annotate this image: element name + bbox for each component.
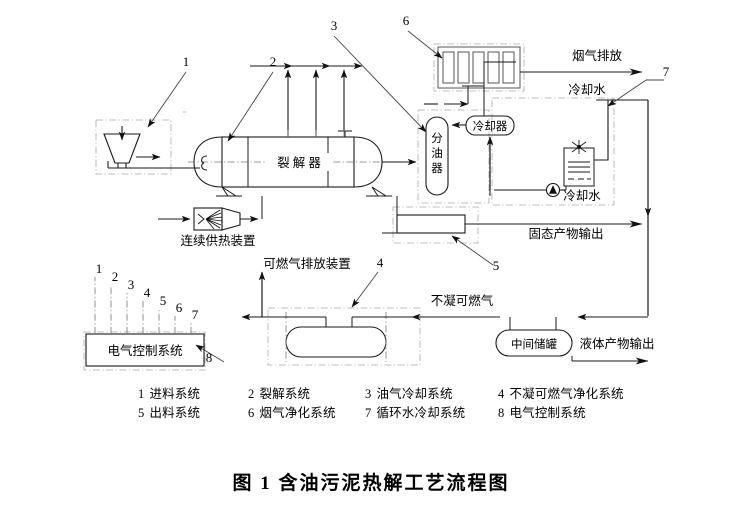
legend-item-6: 6 烟气净化系统 bbox=[248, 404, 365, 423]
legend-item-7-text: 循环水冷却系统 bbox=[376, 406, 466, 420]
control-tag-3: 3 bbox=[128, 277, 135, 292]
control-tag-7: 7 bbox=[192, 307, 199, 322]
intermediate-tank-label: 中间储罐 bbox=[511, 337, 557, 351]
electric-control-system: 电气控制系统 1 2 3 4 5 6 7 bbox=[85, 261, 205, 367]
callout-leaders: 1 2 3 4 5 6 7 8 bbox=[147, 13, 670, 365]
zone-boundaries bbox=[83, 43, 615, 371]
callout-8: 8 bbox=[206, 350, 213, 365]
legend-item-7: 7 循环水冷却系统 bbox=[365, 404, 498, 423]
legend: 1 进料系统 2 裂解系统 3 油气冷却系统 4 不凝可燃气净化系统 5 出料系… bbox=[138, 385, 624, 423]
legend-item-1-text: 进料系统 bbox=[149, 387, 201, 401]
callout-7: 7 bbox=[663, 64, 670, 79]
legend-item-6-number: 6 bbox=[248, 406, 255, 420]
feed-hopper bbox=[103, 126, 200, 169]
legend-item-4-number: 4 bbox=[498, 387, 505, 401]
oil-separator-label-char1: 分 bbox=[431, 132, 443, 145]
oil-separator-label-char2: 油 bbox=[431, 146, 443, 160]
oil-gas-cooler: 冷却器 bbox=[444, 61, 516, 196]
legend-item-2-text: 裂解系统 bbox=[259, 387, 311, 401]
discharge-system: 固态产物输出 bbox=[382, 196, 643, 241]
callout-4: 4 bbox=[377, 255, 384, 270]
control-tag-5: 5 bbox=[160, 293, 167, 308]
legend-item-3: 3 油气冷却系统 bbox=[365, 385, 498, 404]
solid-product-output-label: 固态产物输出 bbox=[528, 226, 603, 241]
cooling-water-top-label: 冷却水 bbox=[568, 83, 606, 97]
legend-item-1: 1 进料系统 bbox=[138, 385, 248, 404]
legend-row-2: 5 出料系统 6 烟气净化系统 7 循环水冷却系统 8 电气控制系统 bbox=[138, 404, 618, 423]
legend-item-5-text: 出料系统 bbox=[149, 406, 201, 420]
combustible-gas-discharge-device-label: 可燃气排放装置 bbox=[263, 256, 351, 271]
legend-item-5-number: 5 bbox=[138, 406, 145, 420]
callout-5: 5 bbox=[493, 258, 500, 273]
burner-flame-icon bbox=[205, 209, 223, 230]
legend-item-3-text: 油气冷却系统 bbox=[376, 387, 453, 401]
legend-item-2: 2 裂解系统 bbox=[248, 385, 365, 404]
pyrolysis-reactor: 裂 解 器 bbox=[188, 130, 392, 197]
callout-2: 2 bbox=[270, 54, 277, 69]
flue-gas-discharge-label: 烟气排放 bbox=[572, 48, 623, 63]
control-tag-4: 4 bbox=[144, 285, 151, 300]
intermediate-tank: 中间储罐 液体产物输出 bbox=[495, 313, 655, 365]
electric-control-system-label: 电气控制系统 bbox=[107, 343, 182, 358]
cooler-label: 冷却器 bbox=[473, 120, 508, 133]
control-tag-1: 1 bbox=[96, 261, 103, 276]
legend-item-8: 8 电气控制系统 bbox=[498, 404, 618, 423]
circulation-pump bbox=[545, 182, 561, 198]
continuous-heating-device: 连续供热装置 bbox=[158, 196, 263, 248]
legend-item-1-number: 1 bbox=[138, 387, 145, 401]
callout-3: 3 bbox=[331, 18, 338, 33]
oil-separator-label-char3: 器 bbox=[431, 162, 443, 175]
control-tag-2: 2 bbox=[112, 269, 119, 284]
cooling-water-bottom-label: 冷却水 bbox=[563, 189, 601, 203]
cooling-tower bbox=[563, 140, 595, 187]
liquid-product-output-label: 液体产物输出 bbox=[579, 336, 654, 351]
callout-6: 6 bbox=[403, 13, 410, 28]
cooling-water-system: 冷却水 冷却水 bbox=[494, 83, 652, 316]
oil-separator: 分 油 器 bbox=[425, 116, 449, 196]
continuous-heating-device-label: 连续供热装置 bbox=[180, 233, 255, 248]
flue-gas-purification-unit: 烟气排放 bbox=[424, 46, 643, 105]
legend-item-8-number: 8 bbox=[498, 406, 505, 420]
figure-caption: 图 1 含油污泥热解工艺流程图 bbox=[232, 473, 510, 494]
legend-item-2-number: 2 bbox=[248, 387, 255, 401]
legend-item-3-number: 3 bbox=[365, 387, 372, 401]
legend-item-5: 5 出料系统 bbox=[138, 404, 248, 423]
reactor-gas-risers bbox=[250, 62, 363, 137]
control-tag-6: 6 bbox=[176, 300, 183, 315]
legend-item-8-text: 电气控制系统 bbox=[509, 406, 586, 420]
legend-item-6-text: 烟气净化系统 bbox=[259, 406, 336, 420]
legend-item-4: 4 不凝可燃气净化系统 bbox=[498, 385, 624, 404]
callout-1: 1 bbox=[183, 54, 190, 69]
gas-purification-vessel: 可燃气排放装置 不凝可燃气 bbox=[241, 256, 500, 362]
legend-row-1: 1 进料系统 2 裂解系统 3 油气冷却系统 4 不凝可燃气净化系统 bbox=[138, 385, 624, 404]
noncondensable-gas-label: 不凝可燃气 bbox=[431, 293, 494, 308]
legend-item-4-text: 不凝可燃气净化系统 bbox=[509, 387, 624, 401]
reactor-label: 裂 解 器 bbox=[277, 156, 321, 170]
legend-item-7-number: 7 bbox=[365, 406, 372, 420]
